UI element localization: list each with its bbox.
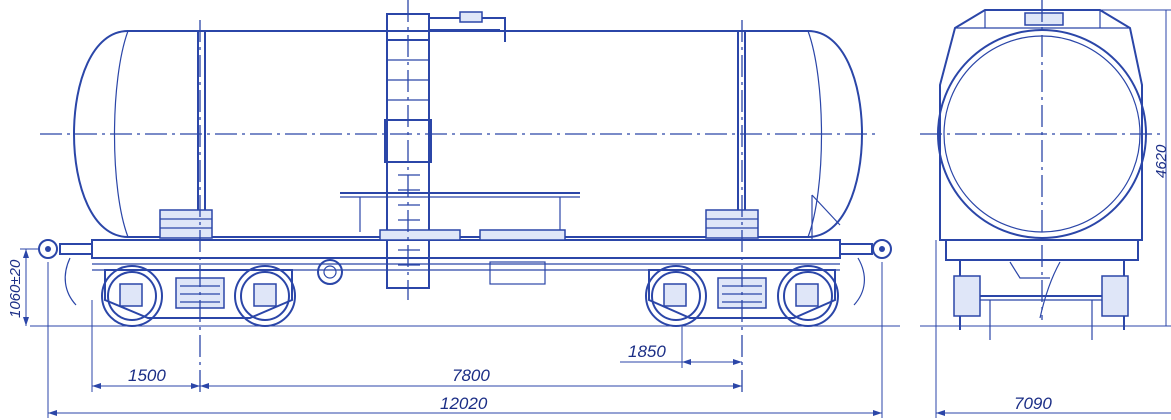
end-view: 7090 4620 [920, 0, 1171, 418]
dim-1850: 1850 [628, 342, 666, 361]
dim-1500: 1500 [128, 366, 166, 385]
ladder-platform [340, 11, 580, 289]
side-dimensions: 1500 7800 1850 12020 1060±20 [7, 248, 900, 418]
dim-4620: 4620 [1153, 144, 1170, 178]
dim-7800: 7800 [452, 366, 490, 385]
tank-body [40, 30, 880, 238]
dim-12020: 12020 [440, 394, 488, 413]
dim-7090: 7090 [1014, 394, 1052, 413]
side-view: 1500 7800 1850 12020 1060±20 [7, 0, 900, 418]
dim-coupler-height: 1060±20 [7, 259, 24, 318]
bogie-left [101, 265, 296, 327]
